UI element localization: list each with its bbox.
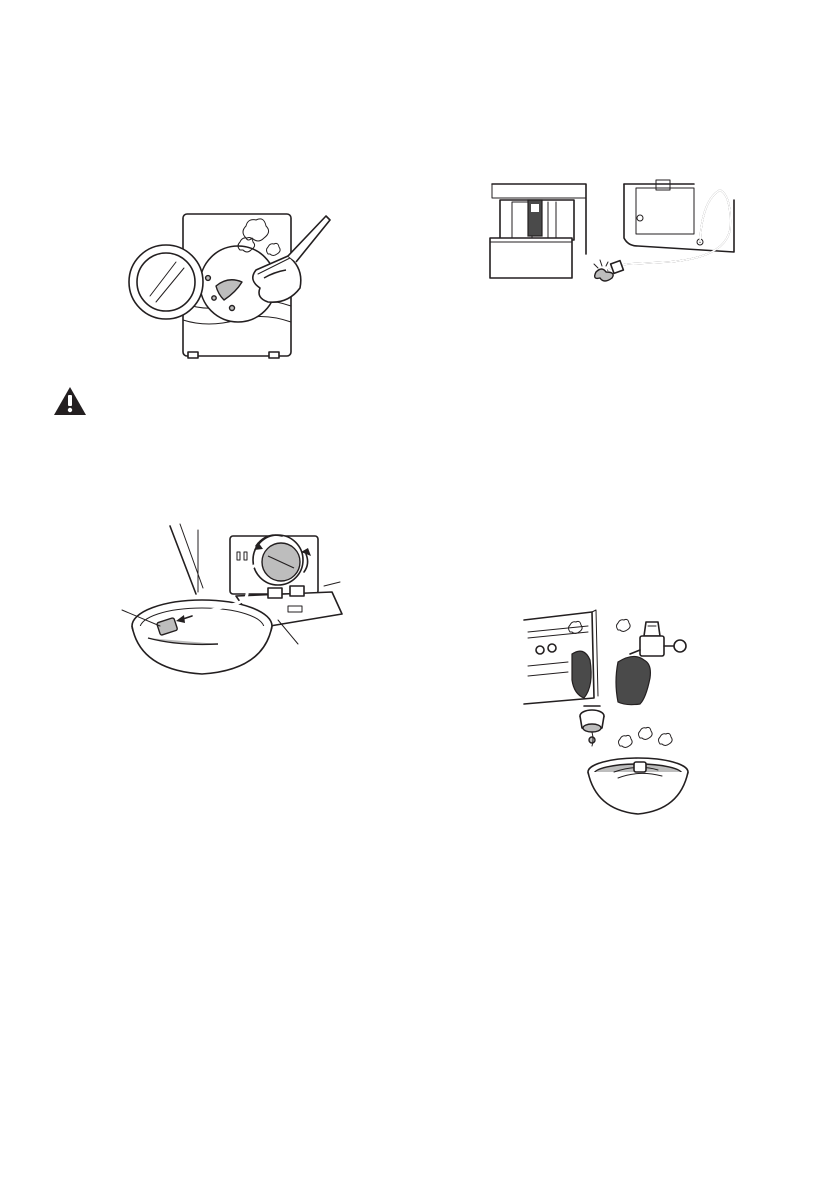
drawer-hose-illustration bbox=[488, 180, 740, 290]
inlet-filter-illustration bbox=[522, 606, 687, 818]
warning-triangle-icon bbox=[53, 386, 87, 416]
drain-pump-illustration bbox=[118, 522, 343, 682]
washer-hot-water-illustration bbox=[128, 208, 338, 363]
